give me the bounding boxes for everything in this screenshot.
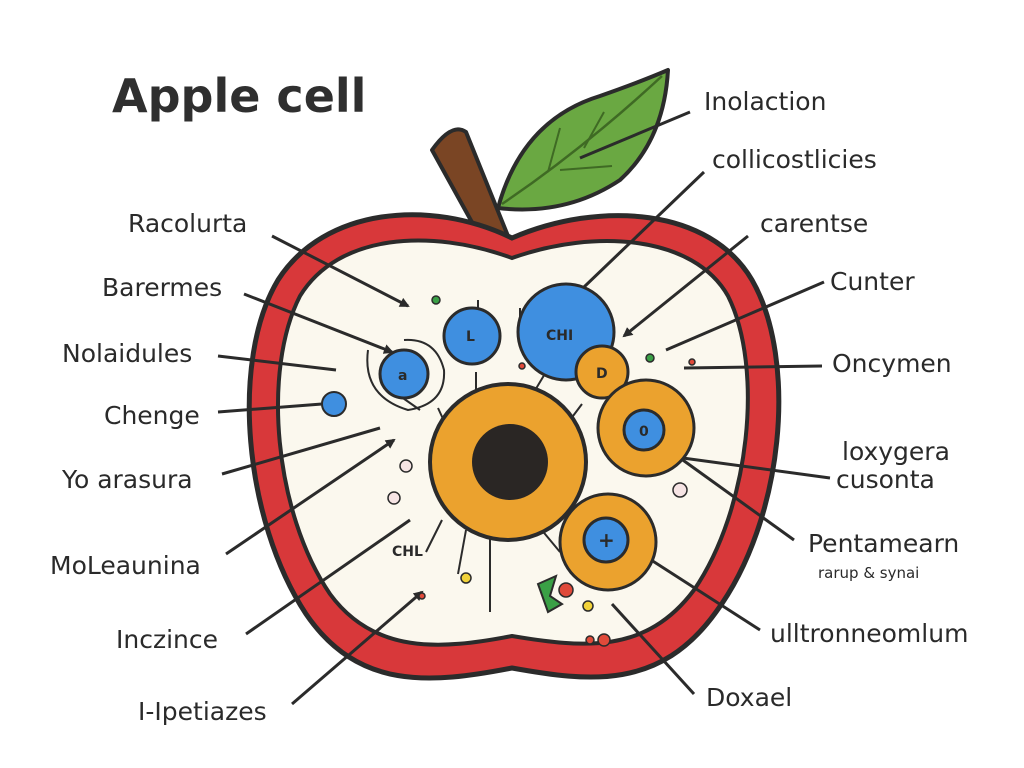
label-barermes: Barermes [102,273,222,302]
chl-label: CHL [392,544,423,560]
label-cusonta: cusonta [836,465,935,494]
organelle-0-label: 0 [639,424,649,440]
label-inczince: Inczince [116,625,218,654]
label-rarup-synai: rarup & synai [818,564,919,582]
organelle-small-blue [321,391,347,417]
label-pentamearn: Pentamearn [808,529,959,558]
label-chenge: Chenge [104,401,200,430]
green-fragment [536,574,564,614]
organelle-halo [366,338,446,412]
label-moleaunina: MoLeaunina [50,551,201,580]
organelle-plus-label: + [598,528,615,552]
leaf-vein [501,75,663,206]
label-cunter: Cunter [830,267,915,296]
label-doxael: Doxael [706,683,792,712]
organelle-chi-label: CHI [546,328,573,344]
organelle-l-label: L [466,329,475,345]
organelle-d-label: D [596,366,608,382]
apple-leaf [496,68,670,212]
organelle-a [378,348,430,400]
organelle-0 [622,408,666,452]
label-oncymen: Oncymen [832,349,952,378]
label-yo-arasura: Yo arasura [61,465,193,494]
label-i-ipetiazes: I-Ipetiazes [138,697,267,726]
label-ulltronneomlum: ulltronneomlum [770,619,968,648]
label-nolaidules: Nolaidules [62,339,192,368]
small-vesicles [387,295,696,647]
organelle-d [574,344,630,400]
label-loxygera: loxygera [842,437,950,466]
leader-lines [217,110,831,706]
label-inolaction: Inolaction [704,87,826,116]
diagram-title: Apple cell [112,69,366,123]
organelle-a-label: a [398,368,407,384]
label-racolurta: Racolurta [128,209,247,238]
label-carentse: carentse [760,209,868,238]
organelle-l [442,306,502,366]
organelle-plus [582,516,630,564]
apple-stem [430,127,510,246]
label-collicostlicies: collicostlicies [712,145,877,174]
nucleolus [472,424,548,500]
